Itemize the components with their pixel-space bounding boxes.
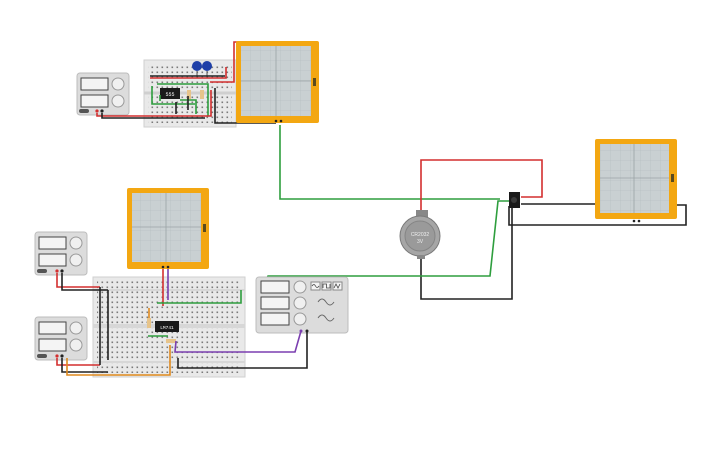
oscilloscope-right[interactable] <box>595 139 677 223</box>
resistor-bottom-1[interactable] <box>147 318 151 328</box>
function-generator[interactable] <box>255 276 349 334</box>
triangle-wave-icon[interactable] <box>332 281 343 291</box>
sensor-module[interactable] <box>509 192 520 208</box>
chip-label: 555 <box>165 92 174 98</box>
resistor-top-2[interactable] <box>200 90 204 99</box>
opamp-chip-lm741[interactable]: LM741 <box>155 321 179 332</box>
battery-voltage: 3V <box>417 239 424 245</box>
oscilloscope-bottom[interactable] <box>127 188 209 269</box>
capacitor-2[interactable] <box>202 61 212 78</box>
power-supply-top[interactable] <box>76 72 130 116</box>
wires-top[interactable] <box>96 41 500 200</box>
waveform-preview-2 <box>317 314 335 322</box>
waveform-preview-1 <box>317 298 335 306</box>
power-supply-bottom-1[interactable] <box>34 231 88 276</box>
power-supply-bottom-2[interactable] <box>34 316 88 361</box>
capacitor-1[interactable] <box>192 61 202 78</box>
resistor-top-1[interactable] <box>187 90 191 99</box>
battery-cr2032[interactable]: CR2032 3V <box>399 210 441 259</box>
resistor-bottom-2[interactable] <box>166 339 176 343</box>
sine-wave-icon[interactable] <box>310 281 321 291</box>
chip-label-bottom: LM741 <box>160 325 174 331</box>
wires-bottom[interactable] <box>56 269 308 376</box>
battery-label: CR2032 <box>411 232 430 238</box>
oscilloscope-top[interactable] <box>236 41 319 123</box>
timer-chip-555[interactable]: 555 <box>160 88 180 99</box>
square-wave-icon[interactable] <box>321 281 332 291</box>
